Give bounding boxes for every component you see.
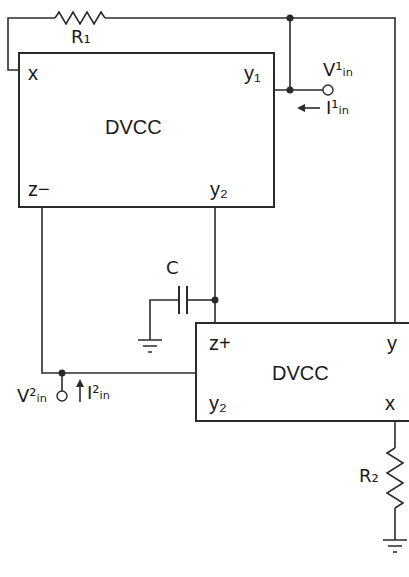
port-label: y₁: [244, 62, 261, 84]
ground-wire: [150, 300, 179, 340]
port-label: x: [28, 62, 38, 84]
block-name: DVCC: [105, 116, 162, 138]
resistor-label: R₂: [358, 466, 380, 486]
capacitor-symbol: [179, 286, 187, 314]
terminal-label: V²ᵢₙ: [16, 386, 48, 406]
input-terminal: [323, 85, 333, 95]
r2-wire: [394, 508, 396, 540]
connector-group: [42, 18, 395, 373]
current-label: I¹ᵢₙ: [325, 98, 350, 118]
port-label: z+: [209, 332, 231, 354]
block-name: DVCC: [272, 362, 329, 384]
arrow-head: [76, 379, 84, 387]
capacitor-label: C: [165, 258, 180, 278]
ground-symbol: [383, 540, 407, 552]
dvcc-block: z+ yDVCC y₂ x: [195, 322, 409, 422]
r1-wire: [105, 17, 290, 19]
resistor-label: R₁: [70, 27, 92, 47]
signal-wire: [275, 18, 395, 322]
current-label: I²ᵢₙ: [86, 383, 111, 403]
port-label: y₂: [210, 178, 228, 200]
arrow-head: [297, 104, 305, 112]
resistor-symbol: [55, 12, 105, 24]
signal-wire: [42, 208, 195, 373]
ground-symbol: [138, 340, 162, 352]
port-label: y₂: [209, 392, 227, 414]
port-label: x: [385, 392, 395, 414]
input-terminal: [57, 391, 67, 401]
capacitor-lead: [187, 299, 215, 301]
r2-wire: [394, 422, 396, 448]
dvcc-block: x y₁ DVCC z− y₂: [18, 52, 275, 208]
port-label: y: [387, 332, 397, 354]
terminal-label: V¹ᵢₙ: [322, 60, 354, 80]
port-label: z−: [28, 178, 50, 200]
terminal-wire: [290, 89, 323, 91]
resistor-symbol: [387, 448, 403, 508]
signal-wire: [214, 208, 216, 322]
